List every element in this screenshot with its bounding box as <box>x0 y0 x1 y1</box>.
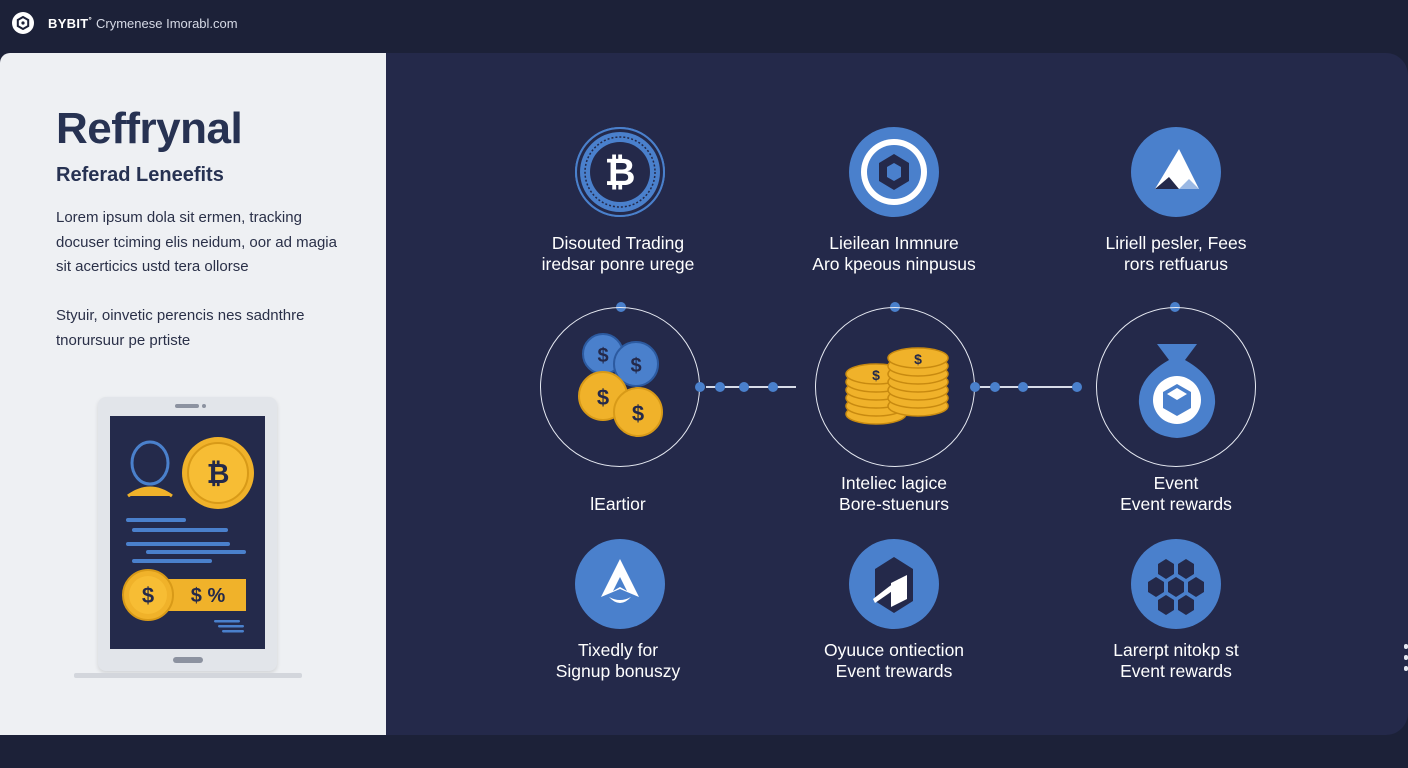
connector-dot <box>768 382 778 392</box>
page-title: Reffrynal <box>56 104 243 153</box>
connector-dot <box>715 382 725 392</box>
tablet-dollar-symbol: $ <box>142 583 154 608</box>
gold-coins-ring[interactable]: $ $ <box>815 307 975 467</box>
footer-lines <box>214 620 244 633</box>
user-avatar-icon <box>127 440 173 498</box>
money-bag-icon <box>1138 344 1216 438</box>
brand-domain: Crymenese Imorabl.com <box>96 15 238 31</box>
rocket-icon[interactable] <box>575 539 665 629</box>
intro-paragraph: Lorem ipsum dola sit ermen, tracking doc… <box>56 209 337 275</box>
connector-dot <box>1072 382 1082 392</box>
connector-dot <box>990 382 1000 392</box>
coins-ring[interactable]: $ $ $ $ <box>540 307 700 467</box>
svg-text:$: $ <box>597 385 609 410</box>
tablet-camera <box>202 404 206 408</box>
bybit-logo-icon[interactable] <box>12 12 34 34</box>
secondary-paragraph: Styuir, oinvetic perencis nes sadnthre t… <box>56 307 305 349</box>
coin-stack-icon: $ $ $ $ <box>578 333 663 437</box>
svg-text:$: $ <box>597 345 608 367</box>
tablet-speaker <box>175 404 199 408</box>
connector-line <box>980 386 1080 388</box>
side-scroll-indicator[interactable] <box>1404 644 1408 682</box>
benefit-label-4: lEartior <box>590 494 646 514</box>
connector-dot <box>970 382 980 392</box>
bitcoin-coin-icon[interactable]: ₿ <box>575 127 665 217</box>
brand-name: BYBIT <box>48 15 89 31</box>
connector-line <box>706 386 796 388</box>
connector-dot <box>695 382 705 392</box>
bitcoin-coin-icon <box>182 437 254 509</box>
tablet-illustration: ₿ $ $ % <box>98 397 277 671</box>
svg-text:$: $ <box>872 367 880 383</box>
svg-text:$: $ <box>630 355 641 377</box>
bybit-hexagon-icon[interactable] <box>849 127 939 217</box>
hexagon-cluster-icon[interactable] <box>1131 539 1221 629</box>
tablet-screen: ₿ $ $ % <box>110 416 265 649</box>
page-subtitle: Referad Leneefits <box>56 164 224 186</box>
promo-tag <box>122 569 246 621</box>
money-bag-ring[interactable] <box>1096 307 1256 467</box>
referral-card-graphic: ₿ $ $ % <box>122 437 254 633</box>
arrow-up-icon[interactable] <box>1131 127 1221 217</box>
svg-text:$: $ <box>632 401 644 426</box>
cube-arrow-icon[interactable] <box>849 539 939 629</box>
tablet-bitcoin-symbol: ₿ <box>207 458 230 489</box>
info-lines <box>126 518 246 563</box>
tablet-shadow <box>74 673 302 678</box>
connector-dot <box>739 382 749 392</box>
connector-dot <box>1018 382 1028 392</box>
svg-text:$: $ <box>914 351 922 367</box>
trademark: ° <box>88 15 92 25</box>
top-bar: BYBIT° Crymenese Imorabl.com <box>0 0 1408 46</box>
promo-percent-text: $ % <box>191 585 226 607</box>
tablet-home-button <box>173 657 203 663</box>
gold-coins-icon: $ $ <box>845 347 949 425</box>
svg-text:₿: ₿ <box>605 152 636 194</box>
